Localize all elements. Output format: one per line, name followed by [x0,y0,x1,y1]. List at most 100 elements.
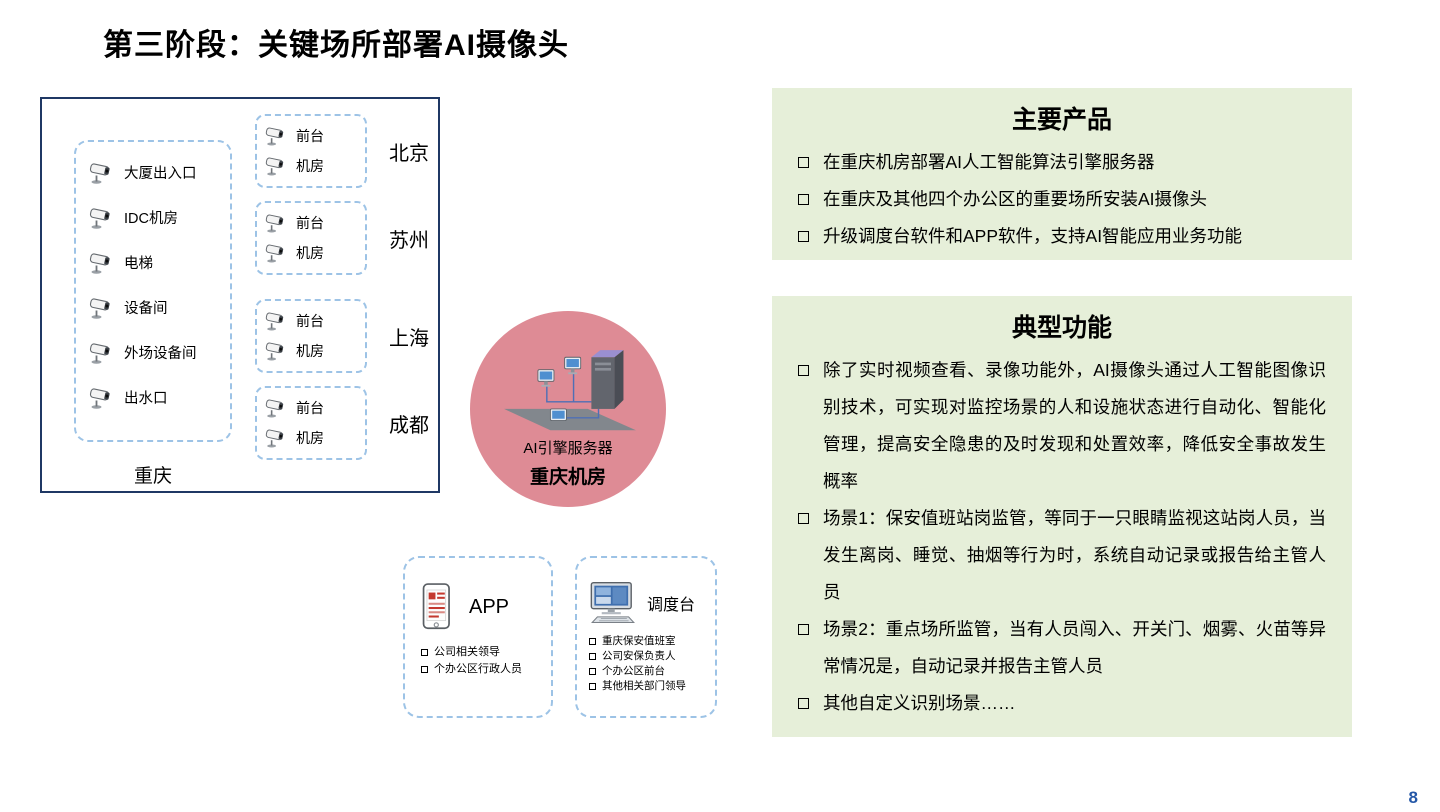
room-label: 前台 [296,400,324,416]
room-label: 前台 [296,313,324,329]
location-label: 大厦出入口 [124,166,197,182]
camera-icon [89,162,115,184]
checkbox-bullet-icon [798,365,809,376]
function-item: 场景2：重点场所监管，当有人员闯入、开关门、烟雾、火苗等异常情况是，自动记录并报… [798,611,1326,685]
camera-location-row: 设备间 [89,285,230,330]
camera-location-row: 电梯 [89,240,230,285]
page-title: 第三阶段：关键场所部署AI摄像头 [103,29,569,62]
dispatch-header: 调度台 [577,558,715,626]
product-item: 在重庆及其他四个办公区的重要场所安装AI摄像头 [798,181,1326,218]
checkbox-bullet-icon [798,513,809,524]
user-label: 公司安保负责人 [602,650,676,662]
checkbox-bullet-icon [589,683,596,690]
camera-icon [89,252,115,274]
chongqing-label: 重庆 [133,466,172,487]
city-label: 成都 [389,414,429,437]
user-label: 其他相关部门领导 [602,680,686,692]
room-label: 机房 [296,343,324,359]
location-label: 外场设备间 [124,346,197,362]
user-item: 公司相关领导 [421,644,551,661]
server-illustration-icon [494,343,646,441]
camera-icon [265,156,288,176]
user-item: 公司安保负责人 [589,649,715,664]
camera-icon [265,213,288,233]
branch-room-row: 前台 [265,213,365,233]
dispatch-console-icon [587,580,639,626]
branch-beijing: 前台 机房 北京 [255,114,429,188]
city-label: 苏州 [389,229,429,252]
function-item-text: 除了实时视频查看、录像功能外，AI摄像头通过人工智能图像识别技术，可实现对监控场… [823,360,1326,491]
branch-chengdu: 前台 机房 成都 [255,386,429,460]
app-terminal-box: APP 公司相关领导 个办公区行政人员 [403,556,553,718]
checkbox-bullet-icon [589,668,596,675]
user-label: 个办公区前台 [602,665,665,677]
location-label: IDC机房 [124,211,178,227]
dispatch-terminal-box: 调度台 重庆保安值班室 公司安保负责人 个办公区前台 其他相关部门领导 [575,556,717,718]
camera-location-row: 外场设备间 [89,330,230,375]
product-item-text: 在重庆及其他四个办公区的重要场所安装AI摄像头 [823,189,1208,209]
page-number: 8 [1408,788,1418,807]
user-label: 重庆保安值班室 [602,635,676,647]
checkbox-bullet-icon [421,649,428,656]
server-label: AI引擎服务器 [523,440,613,457]
functions-panel: 典型功能 除了实时视频查看、录像功能外，AI摄像头通过人工智能图像识别技术，可实… [772,296,1352,737]
branch-room-row: 前台 [265,311,365,331]
dispatch-user-list: 重庆保安值班室 公司安保负责人 个办公区前台 其他相关部门领导 [577,634,715,694]
camera-icon [265,126,288,146]
branch-room-row: 前台 [265,126,365,146]
deployment-diagram-box: 大厦出入口 IDC机房 电梯 设备间 外场设备间 出水口 [40,97,440,493]
checkbox-bullet-icon [798,231,809,242]
branch-rooms-box: 前台 机房 [255,299,367,373]
chongqing-locations-box: 大厦出入口 IDC机房 电梯 设备间 外场设备间 出水口 [74,140,232,442]
location-label: 电梯 [124,256,153,272]
app-user-list: 公司相关领导 个办公区行政人员 [405,644,551,678]
function-item-text: 其他自定义识别场景…… [823,693,1016,713]
camera-icon [265,341,288,361]
checkbox-bullet-icon [798,194,809,205]
camera-icon [89,297,115,319]
function-item-text: 场景2：重点场所监管，当有人员闯入、开关门、烟雾、火苗等异常情况是，自动记录并报… [823,619,1326,676]
product-item-text: 在重庆机房部署AI人工智能算法引擎服务器 [823,152,1155,172]
camera-location-row: 大厦出入口 [89,150,230,195]
room-label: 机房 [296,430,324,446]
room-label: 前台 [296,128,324,144]
dispatch-label: 调度台 [647,597,696,614]
camera-icon [89,387,115,409]
checkbox-bullet-icon [798,624,809,635]
branch-room-row: 机房 [265,156,365,176]
functions-panel-title: 典型功能 [1011,314,1112,342]
branch-room-row: 机房 [265,243,365,263]
camera-icon [89,207,115,229]
room-label: 机房 [296,158,324,174]
user-item: 个办公区前台 [589,664,715,679]
product-item: 在重庆机房部署AI人工智能算法引擎服务器 [798,144,1326,181]
branch-shanghai: 前台 机房 上海 [255,299,429,373]
checkbox-bullet-icon [589,638,596,645]
products-panel: 主要产品 在重庆机房部署AI人工智能算法引擎服务器 在重庆及其他四个办公区的重要… [772,88,1352,260]
product-item-text: 升级调度台软件和APP软件，支持AI智能应用业务功能 [823,226,1243,246]
branch-room-row: 机房 [265,428,365,448]
checkbox-bullet-icon [798,698,809,709]
branch-room-row: 前台 [265,398,365,418]
function-item: 其他自定义识别场景…… [798,685,1326,722]
location-label: 出水口 [124,391,168,407]
function-item: 场景1：保安值班站岗监管，等同于一只眼睛监视这站岗人员，当发生离岗、睡觉、抽烟等… [798,500,1326,611]
branch-suzhou: 前台 机房 苏州 [255,201,429,275]
camera-location-row: IDC机房 [89,195,230,240]
app-label: APP [469,595,510,618]
branch-rooms-box: 前台 机房 [255,386,367,460]
camera-icon [265,311,288,331]
function-item: 除了实时视频查看、录像功能外，AI摄像头通过人工智能图像识别技术，可实现对监控场… [798,352,1326,500]
branch-room-row: 机房 [265,341,365,361]
checkbox-bullet-icon [798,157,809,168]
user-label: 公司相关领导 [434,646,500,658]
user-label: 个办公区行政人员 [434,663,522,675]
function-item-text: 场景1：保安值班站岗监管，等同于一只眼睛监视这站岗人员，当发生离岗、睡觉、抽烟等… [823,508,1326,602]
city-label: 北京 [389,142,429,165]
branch-rooms-box: 前台 机房 [255,201,367,275]
camera-icon [265,243,288,263]
phone-icon [421,582,455,632]
user-item: 重庆保安值班室 [589,634,715,649]
product-item: 升级调度台软件和APP软件，支持AI智能应用业务功能 [798,218,1326,255]
